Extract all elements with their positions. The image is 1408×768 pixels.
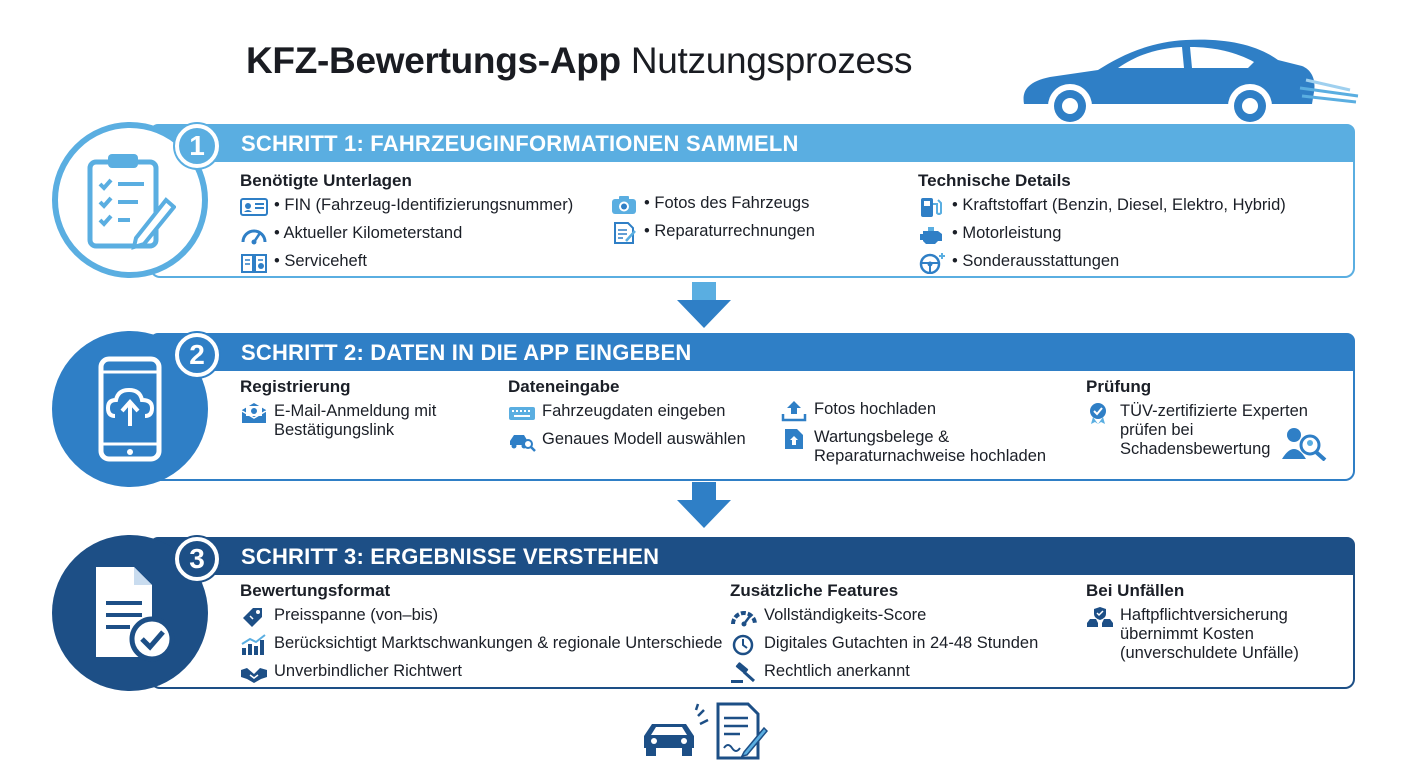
document-upload-icon: [785, 429, 803, 449]
list-item: Vollständigkeits-Score: [730, 606, 1038, 628]
step-3-circle: [52, 535, 208, 691]
steering-wheel-icon: [919, 253, 945, 274]
list-item: Fahrzeugdaten eingeben: [508, 402, 746, 424]
bar-chart-icon: [241, 634, 266, 655]
email-icon: [241, 403, 267, 423]
list-item: • FIN (Fahrzeug-Identifizierungsnummer): [240, 196, 573, 218]
column-title: Zusätzliche Features: [730, 581, 899, 600]
list-item: • Sonderausstattungen: [918, 252, 1286, 274]
step-3-column-1: Bewertungsformat Preisspanne (von–bis) B…: [240, 581, 722, 690]
list-item: • Aktueller Kilometerstand: [240, 224, 573, 246]
column-title: Bewertungsformat: [240, 581, 391, 600]
car-accident-report-icon: [644, 702, 768, 760]
column-title: Benötigte Unterlagen: [240, 171, 412, 190]
step-2-number: 2: [175, 333, 219, 377]
step-2-column-1: Registrierung E-Mail-Anmeldung mit Bestä…: [240, 377, 436, 446]
list-item: • Fotos des Fahrzeugs: [610, 194, 815, 216]
step-2-heading: SCHRITT 2: DATEN IN DIE APP EINGEBEN: [150, 333, 1355, 373]
list-item: TÜV-zertifizierte Experten prüfen bei Sc…: [1086, 402, 1308, 459]
list-item: Fotos hochladen: [780, 400, 1046, 422]
gavel-icon: [731, 662, 756, 683]
id-card-icon: [240, 198, 268, 216]
column-title: Prüfung: [1086, 377, 1152, 396]
clock-icon: [732, 634, 754, 656]
list-item: Unverbindlicher Richtwert: [240, 662, 722, 684]
flow-arrow-down-icon: [677, 482, 731, 528]
step-1-circle: [52, 122, 208, 278]
speedometer-icon: [241, 229, 267, 245]
engine-icon: [920, 227, 942, 244]
expert-search-icon: [1282, 428, 1327, 461]
list-item: Berücksichtigt Marktschwankungen & regio…: [240, 634, 722, 656]
fuel-pump-icon: [921, 198, 942, 217]
handshake-icon: [241, 668, 267, 683]
step-3-column-2: Zusätzliche Features Vollständigkeits-Sc…: [730, 581, 1038, 690]
step-1-column-3: Technische Details • Kraftstoffart (Benz…: [918, 171, 1286, 280]
column-title: Bei Unfällen: [1086, 581, 1185, 600]
smartphone-upload-icon: [98, 356, 162, 462]
step-1-column-1: Benötigte Unterlagen • FIN (Fahrzeug-Ide…: [240, 171, 573, 280]
document-check-icon: [96, 567, 175, 662]
step-1-heading: SCHRITT 1: FAHRZEUGINFORMATIONEN SAMMELN: [150, 124, 1355, 164]
clipboard-checklist-icon: [87, 154, 176, 250]
step-1-number: 1: [175, 124, 219, 168]
column-title: Technische Details: [918, 171, 1071, 190]
list-item: • Motorleistung: [918, 224, 1286, 246]
invoice-icon: [614, 222, 636, 244]
list-item: • Serviceheft: [240, 252, 573, 274]
list-item: Genaues Modell auswählen: [508, 430, 746, 452]
step-1-body: Benötigte Unterlagen • FIN (Fahrzeug-Ide…: [150, 162, 1355, 278]
step-3-number: 3: [175, 537, 219, 581]
camera-icon: [612, 196, 636, 214]
step-2-column-2: Dateneingabe Fahrzeugdaten eingeben Gena…: [508, 377, 746, 458]
keyboard-icon: [509, 407, 535, 420]
list-item: E-Mail-Anmeldung mit Bestätigungslink: [240, 402, 436, 440]
step-1-column-2: • Fotos des Fahrzeugs • Reparaturrechnun…: [610, 194, 815, 250]
step-2-body: Registrierung E-Mail-Anmeldung mit Bestä…: [150, 371, 1355, 481]
price-tag-icon: [243, 608, 262, 627]
list-item: Digitales Gutachten in 24-48 Stunden: [730, 634, 1038, 656]
insurance-shield-icon: [1087, 607, 1113, 627]
list-item: Preisspanne (von–bis): [240, 606, 722, 628]
step-3-heading: SCHRITT 3: ERGEBNISSE VERSTEHEN: [150, 537, 1355, 577]
gauge-icon: [731, 611, 757, 627]
flow-arrow-down-icon: [677, 282, 731, 328]
step-3-body: Bewertungsformat Preisspanne (von–bis) B…: [150, 575, 1355, 689]
step-2-column-3: Fotos hochladen Wartungsbelege & Reparat…: [780, 400, 1046, 472]
service-book-icon: [241, 254, 267, 273]
step-2-column-4: Prüfung TÜV-zertifizierte Experten prüfe…: [1086, 377, 1308, 465]
list-item: Haftpflichtversicherung übernimmt Kosten…: [1086, 606, 1299, 663]
certified-badge-icon: [1090, 403, 1106, 424]
car-illustration-icon: [1023, 39, 1359, 128]
page-title: KFZ-Bewertungs-App Nutzungsprozess: [246, 40, 913, 81]
list-item: Wartungsbelege & Reparaturnachweise hoch…: [780, 428, 1046, 466]
list-item: • Kraftstoffart (Benzin, Diesel, Elektro…: [918, 196, 1286, 218]
list-item: Rechtlich anerkannt: [730, 662, 1038, 684]
car-search-icon: [510, 435, 536, 452]
upload-icon: [781, 401, 807, 422]
step-3-column-3: Bei Unfällen Haftpflichtversicherung übe…: [1086, 581, 1299, 669]
list-item: • Reparaturrechnungen: [610, 222, 815, 244]
column-title: Registrierung: [240, 377, 351, 396]
column-title: Dateneingabe: [508, 377, 620, 396]
